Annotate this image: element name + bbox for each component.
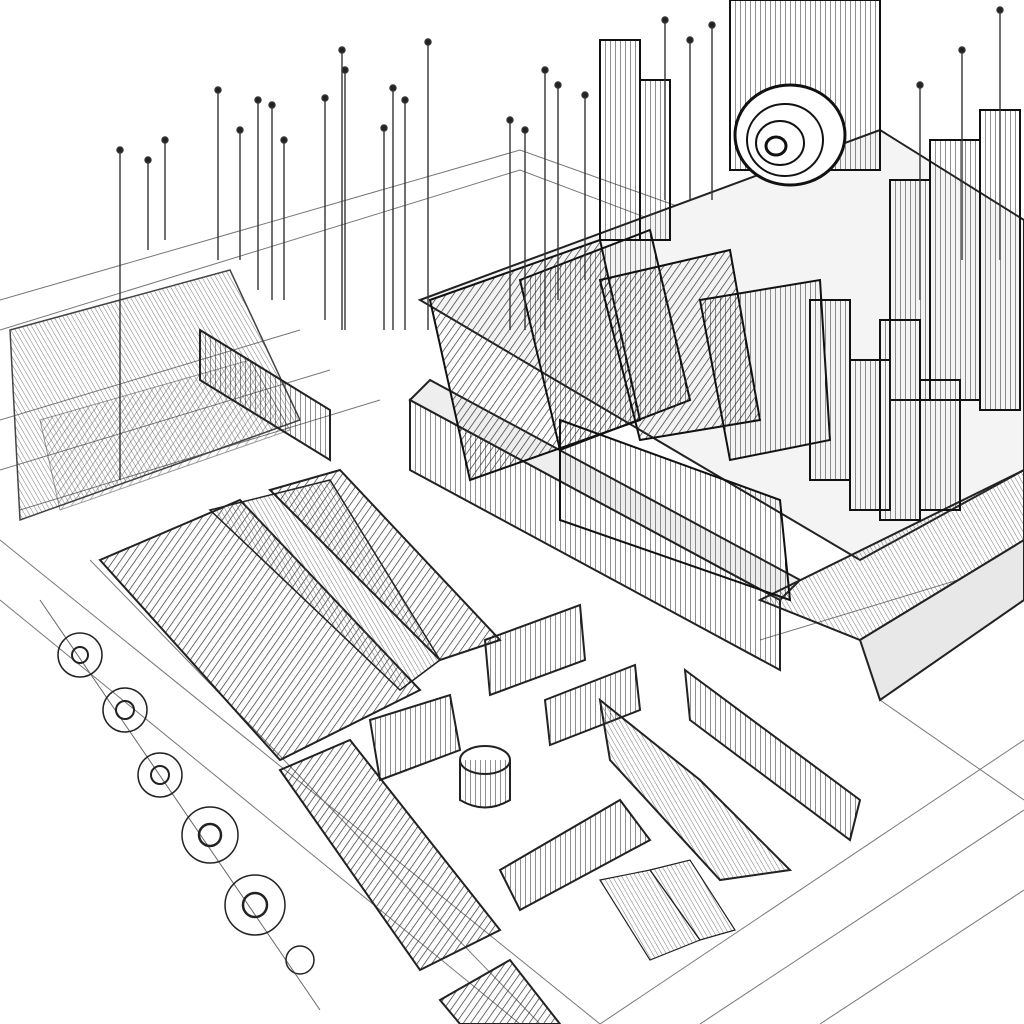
antenna-pin-tip bbox=[958, 46, 966, 54]
towers bbox=[599, 0, 1021, 521]
ribbed-panel-large bbox=[98, 468, 502, 762]
central-machinery bbox=[428, 228, 832, 602]
antenna-pin-tip bbox=[521, 126, 529, 134]
antenna-pin-tip bbox=[380, 124, 388, 132]
antenna-pin-tip bbox=[144, 156, 152, 164]
gear bbox=[733, 83, 847, 187]
antenna-pin-tip bbox=[686, 36, 694, 44]
circular-components bbox=[39, 599, 321, 1011]
ribbed-panel-bottom bbox=[278, 738, 652, 1024]
antenna-pin-tip bbox=[401, 96, 409, 104]
antenna-pin-tip bbox=[116, 146, 124, 154]
antenna-pin-tip bbox=[236, 126, 244, 134]
antenna-pin-tip bbox=[916, 81, 924, 89]
antenna-pin-tip bbox=[708, 21, 716, 29]
antenna-pin-tip bbox=[554, 81, 562, 89]
antenna-pin-tip bbox=[214, 86, 222, 94]
antenna-pin-tip bbox=[254, 96, 262, 104]
antenna-pin-tip bbox=[541, 66, 549, 74]
antenna-pin-tip bbox=[581, 91, 589, 99]
antenna-pin-tip bbox=[389, 84, 397, 92]
antenna-pin-tip bbox=[661, 16, 669, 24]
antenna-pin-tip bbox=[268, 101, 276, 109]
antenna-pins bbox=[116, 6, 1004, 480]
antenna-pin-tip bbox=[338, 46, 346, 54]
antenna-pin-tip bbox=[321, 94, 329, 102]
antenna-pin-tip bbox=[506, 116, 514, 124]
antenna-pin-tip bbox=[996, 6, 1004, 14]
antenna-pin-tip bbox=[161, 136, 169, 144]
foreground-modules bbox=[368, 603, 862, 961]
antenna-pin-tip bbox=[424, 38, 432, 46]
antenna-pin-tip bbox=[341, 66, 349, 74]
antenna-pin-tip bbox=[280, 136, 288, 144]
